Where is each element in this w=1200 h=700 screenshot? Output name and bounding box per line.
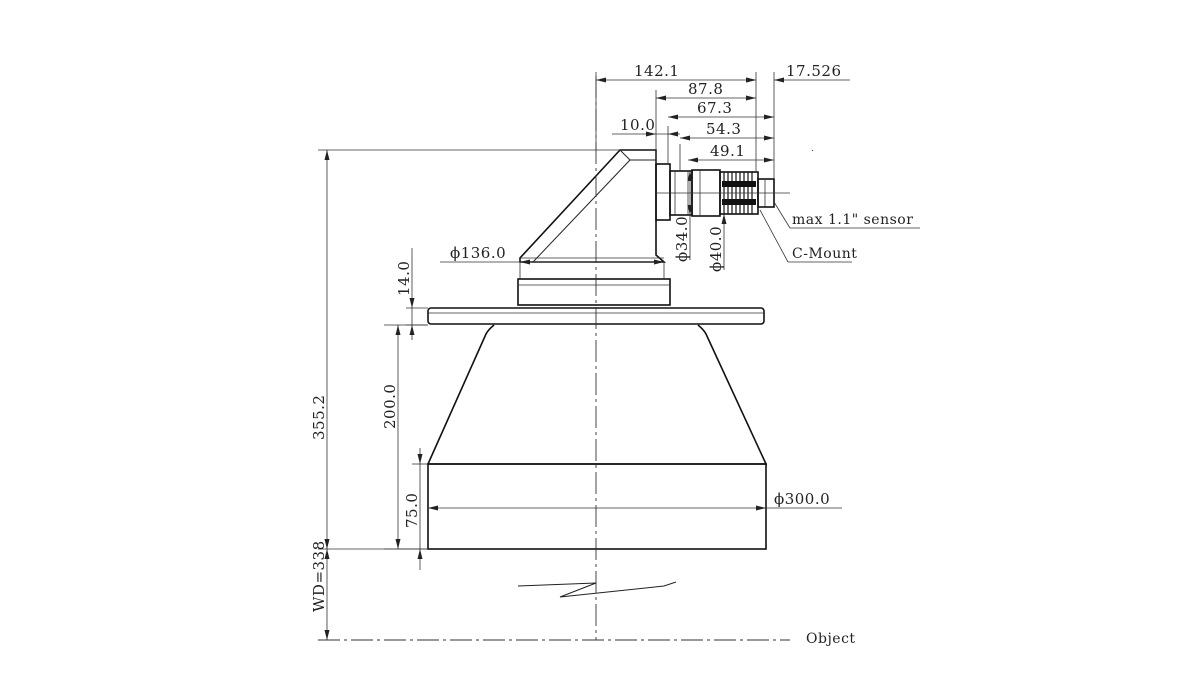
reference-tick: [811, 149, 814, 152]
mirror-housing-top-edge: [619, 149, 631, 161]
dim-dia-300: ϕ300.0: [774, 490, 830, 508]
dim-87-8: 87.8: [688, 80, 723, 98]
dim-dia-40: ϕ40.0: [707, 226, 725, 272]
dim-67-3: 67.3: [697, 99, 732, 117]
dim-wd: WD=338: [310, 540, 328, 612]
dim-200-0: 200.0: [381, 384, 399, 429]
adapter-flange: [655, 163, 671, 221]
top-dimensions: 142.1 17.526 87.8 67.3 10.0 54.3 49.1: [595, 62, 850, 179]
dim-75-0: 75.0: [403, 493, 421, 528]
dim-17-526: 17.526: [786, 62, 842, 80]
mount-note: C-Mount: [792, 246, 857, 262]
lens-collar: [517, 278, 671, 306]
break-symbol: [517, 581, 677, 598]
dim-dia-136: ϕ136.0: [450, 244, 506, 262]
mount-leader: [759, 209, 789, 263]
conical-body: [426, 324, 768, 465]
sensor-note: max 1.1" sensor: [792, 212, 913, 228]
front-barrel: [427, 463, 767, 550]
dim-10-0: 10.0: [620, 116, 655, 134]
diameter-dimensions: ϕ136.0 ϕ34.0 ϕ40.0 ϕ300.0: [428, 171, 842, 511]
lens-body: [426, 149, 790, 550]
mirror-housing: [519, 149, 667, 263]
dim-49-1: 49.1: [710, 142, 745, 160]
object-label: Object: [806, 631, 856, 647]
dim-355-2: 355.2: [310, 395, 328, 440]
dim-dia-34: ϕ34.0: [673, 216, 691, 262]
dim-142-1: 142.1: [634, 62, 679, 80]
left-dimensions: 14.0 200.0 75.0 355.2 WD=338: [310, 149, 620, 640]
sensor-leader: [773, 201, 791, 229]
dim-14-0: 14.0: [395, 261, 413, 296]
mirror-housing-edge: [532, 159, 631, 263]
dim-54-3: 54.3: [706, 120, 741, 138]
leader-notes: max 1.1" sensor C-Mount: [759, 201, 920, 263]
